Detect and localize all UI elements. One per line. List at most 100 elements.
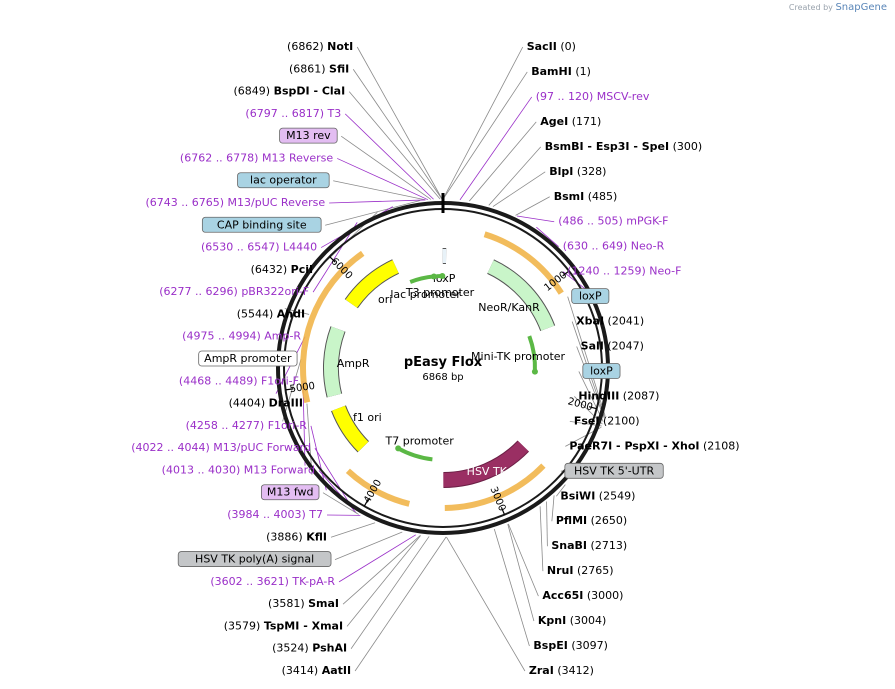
enzyme-label: PflMI (2650) [556, 514, 627, 527]
site-position: (6797 .. 6817) [245, 107, 327, 120]
outer-feature-arc [345, 468, 411, 507]
site-name: NruI [547, 564, 574, 577]
site-leader [338, 534, 416, 583]
site-box-label: HSV TK 5'-UTR [574, 464, 654, 477]
feature-arrowhead [439, 273, 446, 280]
site-position: (6432) [251, 263, 291, 276]
enzyme-label: PaeR7I - PspXI - XhoI (2108) [569, 439, 739, 452]
enzyme-label: BsmI (485) [554, 190, 618, 203]
site-position: (300) [673, 140, 703, 153]
site-name: mPGK-F [626, 215, 668, 228]
site-position: (2765) [577, 564, 614, 577]
site-position: (486 .. 505) [558, 215, 626, 228]
site-position: (6762 .. 6778) [180, 151, 262, 164]
site-name: KflI [306, 530, 327, 543]
site-position: (4404) [229, 397, 269, 410]
feature-label: ori [378, 293, 392, 306]
enzyme-label: (6849) BspDI - ClaI [234, 85, 346, 98]
site-leader [342, 535, 421, 605]
site-name: PflMI [556, 514, 587, 527]
primer-label: (4258 .. 4277) F1ori-R [186, 419, 308, 432]
site-leader [492, 171, 546, 207]
site-position: (2047) [607, 340, 644, 353]
site-position: (2713) [591, 539, 628, 552]
primer-label: (3984 .. 4003) T7 [227, 508, 323, 521]
site-leader [507, 523, 539, 597]
enzyme-label: (5544) AhdI [237, 307, 305, 320]
site-box [237, 172, 330, 189]
site-name: SnaBI [551, 539, 587, 552]
feature-arc [397, 446, 433, 462]
site-leader [356, 46, 443, 200]
outer-feature-arc [444, 463, 546, 511]
site-leader [346, 535, 421, 627]
site-position: (0) [560, 40, 576, 53]
site-position: (2087) [623, 389, 660, 402]
site-box-label: M13 rev [286, 129, 331, 142]
feature-arc [345, 260, 399, 308]
site-name: T7 [308, 508, 323, 521]
site-position: (2100) [603, 414, 640, 427]
enzyme-label: (6862) NotI [287, 40, 353, 53]
site-box [177, 551, 332, 567]
plasmid-name: pEasy Flox [404, 355, 483, 370]
primer-label: (6762 .. 6778) M13 Reverse [180, 151, 333, 164]
primer-label: (1240 .. 1259) Neo-F [567, 265, 681, 278]
primer-label: (4013 .. 4030) M13 Forward [162, 463, 315, 476]
site-name: AgeI [540, 115, 568, 128]
site-name: BspEI [533, 639, 567, 652]
site-extra: - Esp3I - SpeI [584, 140, 669, 153]
site-name: PciI [291, 263, 313, 276]
site-name: M13/pUC Reverse [228, 196, 326, 209]
site-position: (5544) [237, 307, 277, 320]
enzyme-label: BlpI (328) [549, 165, 606, 178]
site-name: M13/pUC Forward [213, 441, 311, 454]
site-box [279, 127, 338, 144]
enzyme-label: BspEI (3097) [533, 639, 608, 652]
site-name: FseI [574, 414, 600, 427]
site-name: pBR322ori-F [241, 285, 309, 298]
site-position: (6861) [289, 62, 329, 75]
primer-label: (6530 .. 6547) L4440 [201, 241, 317, 254]
site-position: (4258 .. 4277) [186, 419, 268, 432]
enzyme-label: (3524) PshAI [272, 642, 347, 655]
site-position: (6862) [287, 40, 327, 53]
site-position: (630 .. 649) [563, 240, 631, 253]
site-name: PaeR7I [569, 439, 612, 452]
site-name: NotI [327, 40, 353, 53]
site-name: Neo-R [631, 240, 665, 253]
site-name: ZraI [529, 664, 554, 677]
site-name: SalI [581, 340, 604, 353]
feature-label: lac promoter [390, 288, 461, 301]
site-leader [306, 403, 313, 475]
site-name: M13 Reverse [262, 151, 333, 164]
site-name: TK-pA-R [291, 575, 335, 588]
site-leader [333, 180, 426, 201]
site-position: (1) [575, 65, 591, 78]
site-name: F1ori-R [268, 419, 308, 432]
primer-label: (97 .. 120) MSCV-rev [536, 90, 650, 103]
site-extra: - ClaI [310, 85, 346, 98]
site-name: SacII [527, 40, 557, 53]
site-name: BamHI [531, 65, 572, 78]
site-name: SfiI [329, 62, 349, 75]
feature-arc [409, 274, 435, 284]
outer-feature-arc [483, 231, 564, 295]
snapgene-credit: Created by SnapGene [789, 2, 887, 13]
site-leader [325, 200, 421, 226]
site-box-label: AmpR promoter [204, 352, 292, 365]
site-leader [344, 113, 434, 200]
feature-arc [487, 260, 555, 331]
feature-label: T3 promoter [405, 286, 475, 299]
site-box-label: M13 fwd [267, 486, 314, 499]
site-name: Neo-F [649, 265, 681, 278]
enzyme-label: (6861) SfiI [289, 62, 349, 75]
site-leader [493, 528, 530, 647]
site-box-label: loxP [590, 364, 613, 377]
site-leader [576, 346, 605, 419]
site-leader [507, 523, 535, 622]
site-name: TspMI [264, 619, 300, 632]
site-leader [539, 506, 544, 572]
site-position: (3581) [268, 597, 308, 610]
